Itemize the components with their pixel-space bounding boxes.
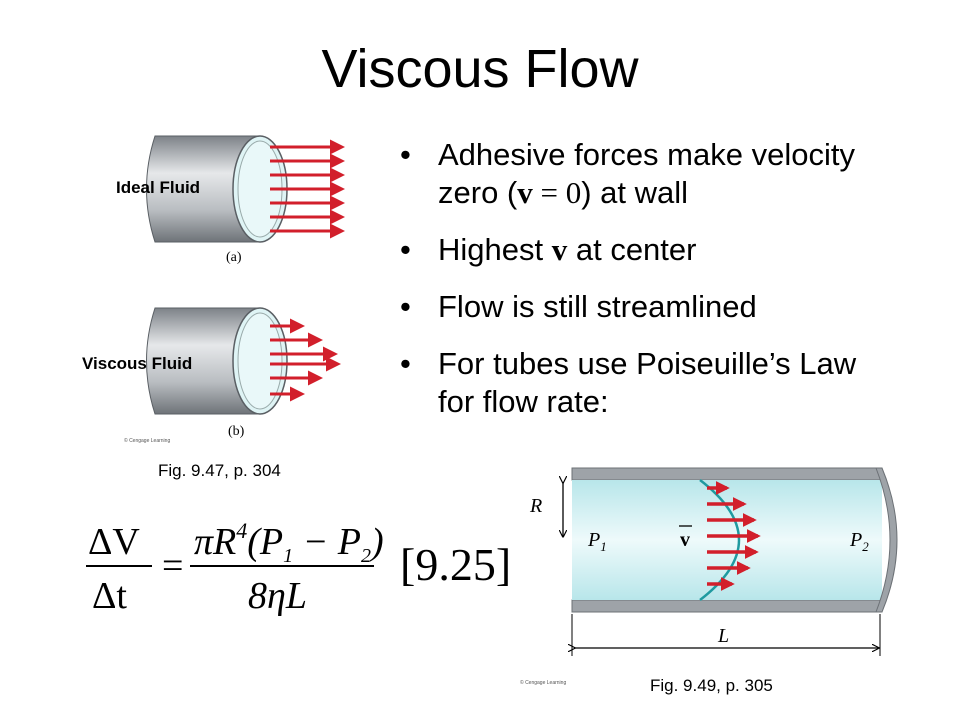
figure-947-caption: Fig. 9.47, p. 304 xyxy=(158,461,281,480)
figure-b-credit: © Cengage Learning xyxy=(124,438,171,444)
eq-denominator: 8ηL xyxy=(248,575,307,617)
eq-delta-v: ΔV xyxy=(88,521,140,563)
velocity-label: v xyxy=(680,529,690,551)
slide-title: Viscous Flow xyxy=(321,39,639,99)
figure-949-caption: Fig. 9.49, p. 305 xyxy=(650,676,773,695)
eq-numerator: πR4(P1 − P2) xyxy=(194,518,384,567)
figure-a-tag: (a) xyxy=(226,250,242,265)
bullet-adhesive: Adhesive forces make velocity zero (v = … xyxy=(400,136,900,212)
tube-diagram-credit: © Cengage Learning xyxy=(520,679,566,686)
bullet-list: Adhesive forces make velocity zero (v = … xyxy=(400,136,900,440)
poiseuille-tube-diagram: R P1 v P2 L © Cengage Learning xyxy=(520,467,898,686)
pressure-2-label: P2 xyxy=(849,529,869,554)
radius-label: R xyxy=(529,495,542,517)
figure-b-tag: (b) xyxy=(228,424,245,439)
bullet-poiseuille: For tubes use Poiseuille’s Law for flow … xyxy=(400,345,900,421)
eq-delta-t: Δt xyxy=(92,575,127,617)
eq-equals: = xyxy=(162,545,183,587)
eq-reference: [9.25] xyxy=(400,539,511,590)
viscous-fluid-diagram xyxy=(146,307,341,415)
poiseuille-equation: ΔV Δt = πR4(P1 − P2) 8ηL [9.25] xyxy=(86,518,511,617)
viscous-fluid-label: Viscous Fluid xyxy=(82,354,193,373)
ideal-fluid-label: Ideal Fluid xyxy=(116,178,201,197)
pressure-1-label: P1 xyxy=(587,529,607,554)
bullet-highest-v: Highest v at center xyxy=(400,231,900,269)
bullet-streamlined: Flow is still streamlined xyxy=(400,288,900,326)
ideal-fluid-diagram xyxy=(146,135,345,243)
length-label: L xyxy=(717,625,729,647)
